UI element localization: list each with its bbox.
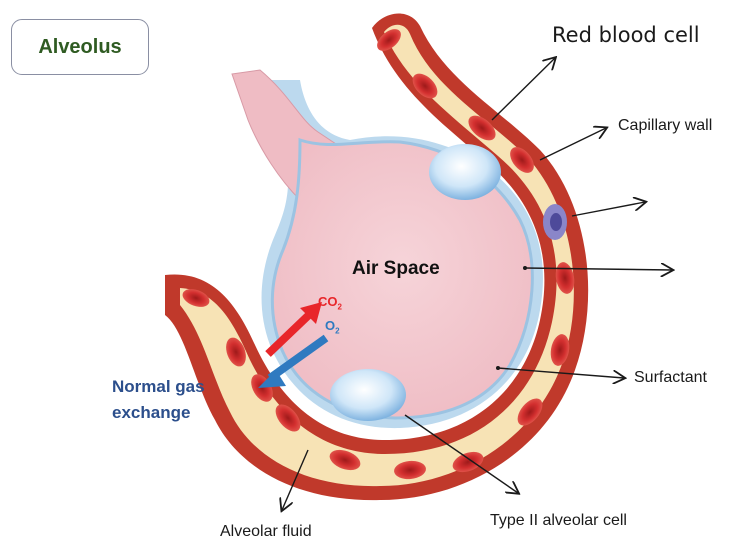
title-box: Alveolus [11, 19, 149, 75]
label-type-ii-alveolar-cell: Type II alveolar cell [490, 512, 627, 530]
label-red-blood-cell: Red blood cell [552, 23, 700, 47]
label-alveolar-fluid: Alveolar fluid [220, 523, 312, 541]
label-capillary-wall: Capillary wall [618, 117, 712, 135]
type-ii-alveolar-cell [330, 369, 406, 421]
alveolar-cell-top [429, 144, 501, 200]
macrophage [543, 204, 567, 240]
label-air-space: Air Space [352, 258, 440, 280]
label-normal-gas-exchange: Normal gas exchange [112, 374, 222, 426]
diagram-title: Alveolus [38, 36, 121, 59]
label-surfactant: Surfactant [634, 369, 707, 387]
label-o2: O2 [325, 318, 340, 336]
label-co2: CO2 [318, 294, 342, 312]
